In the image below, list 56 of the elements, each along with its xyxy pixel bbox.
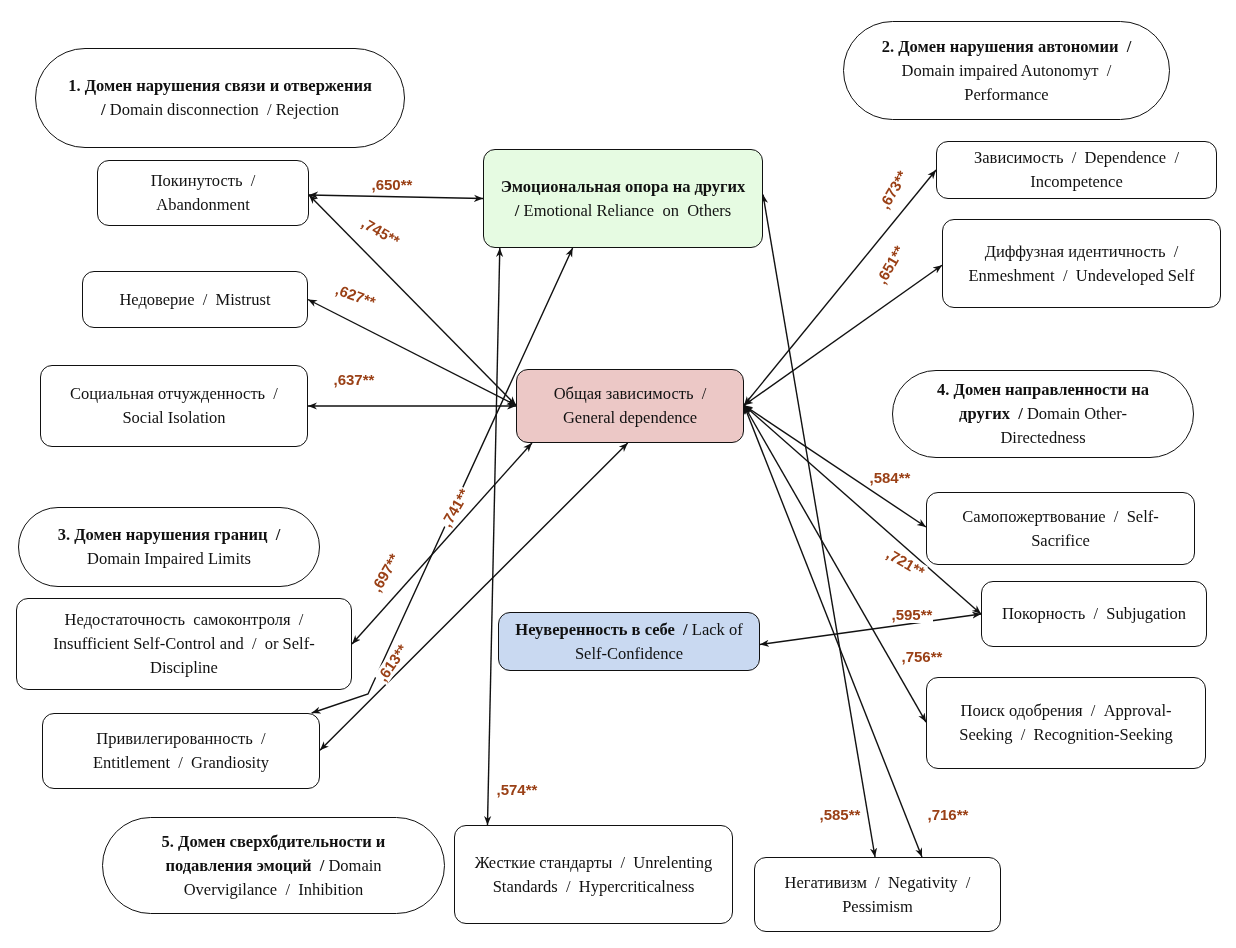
edge-label: ,585** [818,807,862,823]
edge-label: ,650** [370,177,414,193]
edge-label: ,756** [900,649,944,665]
schema-box [754,857,1001,932]
node-text: Социальная отчужденность / Social Isolation [69,383,279,429]
node-text: Покинутость / Abandonment [149,170,257,216]
double-arrow [743,404,982,615]
double-arrow [743,404,927,528]
schema-box [40,365,308,447]
schema-box [926,492,1195,565]
schema-box [16,598,352,690]
double-arrow [319,442,629,751]
node-text: Самопожертвование / Self-Sacrifice [961,505,1160,552]
central-box [516,369,744,443]
double-arrow [307,402,517,410]
schema-box [942,219,1221,308]
double-arrow [307,298,517,406]
double-arrow [308,191,484,202]
schema-box [926,677,1206,769]
node-text: 3. Домен нарушения границ / Domain Impaired Limits [56,524,282,570]
node-text: Привилегированность / Entitlement / Grandiosity [92,728,270,774]
edge-label: ,716** [926,807,970,823]
node-text: 1. Домен нарушения связи и отвержения / Domain disconnection / Rejection [67,75,373,121]
node-text: Неуверенность в себе / Lack of Self-Confidence [514,618,744,665]
schema-box [82,271,308,328]
schema-box [42,713,320,789]
central-box [483,149,763,248]
node-text: 5. Домен сверхбдительности и подавления эмоций / Domain Overvigilance / Inhibition [160,830,387,901]
node-text: 2. Домен нарушения автономии / Domain impaired Autonomут / Performance [880,35,1133,106]
edge-label: ,574** [495,782,539,798]
node-text: Эмоциональная опора на других / Emotional Reliance on Others [499,175,747,222]
node-text: Покорность / Subjugation [1001,603,1187,625]
schema-box [936,141,1217,199]
double-arrow [310,247,574,714]
schema-box [981,581,1207,647]
node-text: Общая зависимость / General dependence [552,383,708,429]
schema-box [97,160,309,226]
node-text: Поиск одобрения / Approval-Seeking / Recognition-Seeking [958,700,1174,746]
double-arrow [743,264,943,406]
node-text: Негативизм / Negativity / Pessimism [783,871,972,918]
central-box [498,612,760,671]
edge-label: ,595** [890,607,934,623]
schema-box [454,825,733,924]
double-arrow [759,611,982,647]
double-arrow [308,194,517,406]
edge-label: ,584** [868,470,912,486]
node-text: Зависимость / Dependence / Incompetence [973,147,1180,193]
double-arrow [484,247,504,826]
node-text: Диффузная идентичность / Enmeshment / Undeveloped Self [967,240,1196,287]
node-text: Жесткие стандарты / Unrelenting Standards / Hypercriticalness [473,851,714,898]
node-text: 4. Домен направленности на других / Domain Other-Directedness [936,379,1150,449]
node-text: Недоверие / Mistrust [119,288,271,311]
node-text: Недостаточность самоконтроля / Insufficient Self-Control and / or Self-Discipline [52,609,316,679]
double-arrow [351,442,533,645]
edge-label: ,637** [332,372,376,388]
double-arrow [743,169,937,406]
